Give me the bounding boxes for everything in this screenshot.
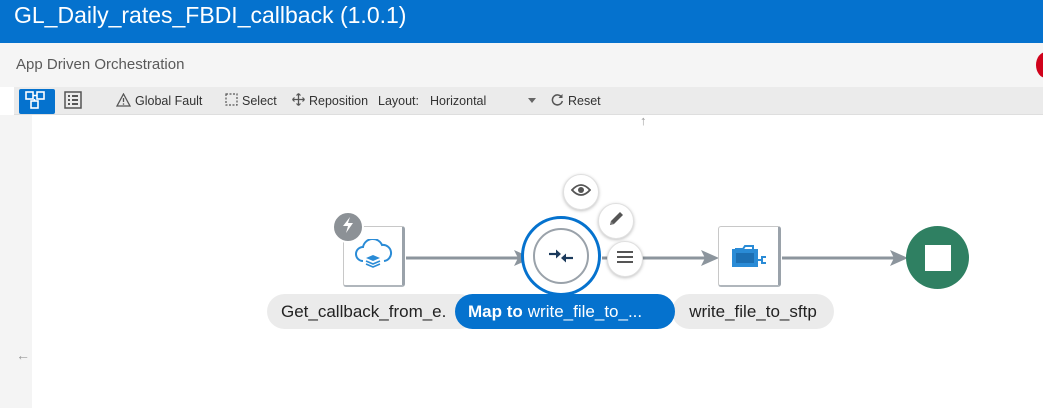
map-label-prefix: Map to [468, 301, 523, 321]
bolt-badge [332, 211, 364, 243]
more-actions-button[interactable] [607, 241, 643, 277]
ftp-adapter-icon [719, 227, 778, 285]
map-icon [533, 228, 589, 284]
notification-badge[interactable] [1036, 52, 1043, 78]
eye-icon [570, 183, 592, 202]
layout-label: Layout: [378, 94, 420, 108]
canvas-toolbar: Global Fault Select Reposition Layout: H… [14, 87, 1043, 115]
edit-button[interactable] [598, 203, 634, 239]
scroll-left-arrow[interactable]: ← [16, 347, 30, 363]
pencil-icon [607, 210, 625, 233]
chevron-down-icon [527, 94, 541, 108]
integration-type: App Driven Orchestration [16, 56, 185, 73]
end-node[interactable] [906, 226, 969, 289]
map-label-target: write_file_to_... [527, 301, 643, 321]
reset-button[interactable]: Reset [551, 87, 601, 115]
reposition-button[interactable]: Reposition [292, 87, 368, 115]
map-node[interactable] [521, 216, 601, 296]
cloud-icon [344, 227, 402, 285]
select-label: Select [242, 94, 277, 108]
global-fault-button[interactable]: Global Fault [115, 87, 203, 115]
scroll-up-arrow[interactable]: ↑ [640, 113, 647, 128]
reset-icon [551, 93, 568, 109]
sftp-label[interactable]: write_file_to_sftp [672, 294, 834, 329]
layout-dropdown-button[interactable] [527, 87, 541, 115]
reset-label: Reset [568, 94, 601, 108]
menu-icon [617, 250, 633, 269]
reposition-icon [292, 93, 309, 109]
trigger-node[interactable] [343, 226, 405, 287]
warning-icon [115, 92, 135, 110]
title-bar: GL_Daily_rates_FBDI_callback (1.0.1) [0, 0, 1043, 43]
subheader: App Driven Orchestration [0, 43, 1043, 87]
view-button[interactable] [563, 174, 599, 210]
select-button[interactable]: Select [225, 87, 277, 115]
canvas-view-icon [23, 90, 51, 113]
canvas-view-button[interactable] [19, 89, 55, 114]
layout-select-value[interactable]: Horizontal [430, 94, 487, 108]
select-icon [225, 93, 242, 109]
reposition-label: Reposition [309, 94, 369, 108]
bolt-icon [341, 216, 355, 239]
stop-icon [924, 244, 951, 271]
trigger-label[interactable]: Get_callback_from_e. [267, 294, 477, 329]
list-view-button[interactable] [64, 87, 86, 115]
canvas-left-gutter [0, 115, 32, 408]
integration-title: GL_Daily_rates_FBDI_callback (1.0.1) [14, 2, 407, 28]
map-label[interactable]: Map to write_file_to_... [455, 294, 675, 329]
list-view-icon [64, 90, 86, 112]
global-fault-label: Global Fault [135, 94, 203, 108]
sftp-node[interactable] [718, 226, 781, 287]
